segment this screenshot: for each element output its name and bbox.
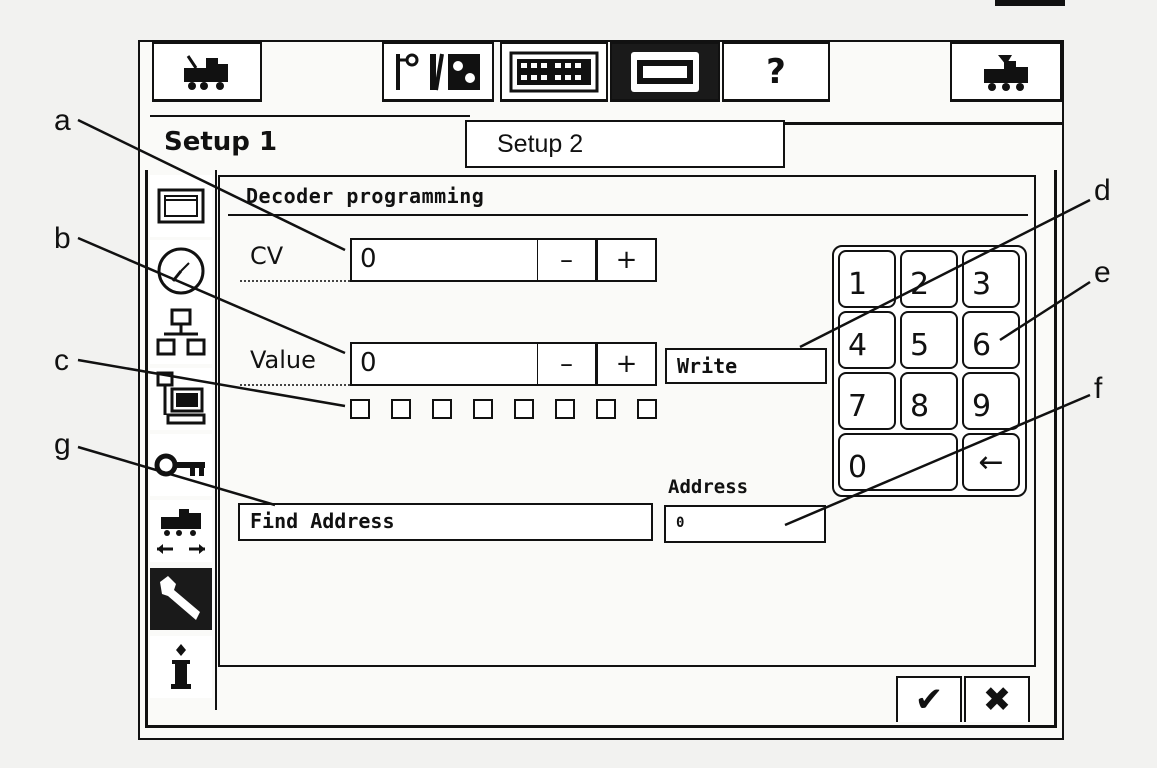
keypad-key-9[interactable]: 9 — [962, 372, 1020, 430]
value-minus-button[interactable]: – — [537, 342, 597, 386]
sidebar-item-display[interactable] — [150, 175, 212, 237]
keypad-key-5[interactable]: 5 — [900, 311, 958, 369]
bit-checkbox[interactable] — [432, 399, 452, 419]
cv-plus-button[interactable]: + — [597, 238, 657, 282]
keypad-key-7[interactable]: 7 — [838, 372, 896, 430]
signal-icon — [396, 53, 480, 90]
panel-title: Decoder programming — [228, 180, 1028, 216]
find-address-button[interactable]: Find Address — [238, 503, 653, 541]
annotation-d: d — [1094, 174, 1111, 207]
bit-checkbox[interactable] — [473, 399, 493, 419]
keypad-key-4[interactable]: 4 — [838, 311, 896, 369]
cv-input[interactable]: 0 — [350, 238, 538, 282]
confirm-button[interactable]: ✔ — [896, 676, 962, 722]
control-panel-icon — [631, 51, 699, 92]
locomotive-button[interactable] — [152, 42, 262, 102]
tab-setup-2-label: Setup 2 — [497, 130, 584, 158]
write-button[interactable]: Write — [665, 348, 827, 384]
bit-checkbox[interactable] — [596, 399, 616, 419]
value-label: Value — [240, 344, 350, 386]
address-field[interactable]: 0 — [664, 505, 826, 543]
bit-checkbox[interactable] — [514, 399, 534, 419]
keypad-key-8[interactable]: 8 — [900, 372, 958, 430]
tab-strip-line — [783, 122, 1063, 125]
key-icon — [154, 453, 205, 477]
tab-setup-2[interactable]: Setup 2 — [465, 120, 785, 168]
keypad-key-0[interactable]: 0 — [838, 433, 958, 491]
bit-checkbox[interactable] — [391, 399, 411, 419]
keypad-backspace-key[interactable]: ← — [962, 433, 1020, 491]
bit-checkbox[interactable] — [555, 399, 575, 419]
annotation-g: g — [54, 428, 71, 461]
annotation-c: c — [54, 344, 69, 377]
address-label: Address — [668, 476, 749, 498]
display-icon — [157, 188, 205, 224]
help-button[interactable]: ? — [722, 42, 830, 102]
bit-checkbox[interactable] — [350, 399, 370, 419]
cancel-button[interactable]: ✖ — [964, 676, 1030, 722]
value-plus-button[interactable]: + — [597, 342, 657, 386]
locomotive-direction-icon — [157, 509, 205, 554]
cv-label: CV — [240, 240, 350, 282]
cv-minus-button[interactable]: – — [537, 238, 597, 282]
annotation-b: b — [54, 222, 71, 255]
keyboard-icon — [509, 51, 599, 92]
sidebar-item-locomotive-direction[interactable] — [150, 500, 212, 562]
sidebar-item-key[interactable] — [150, 434, 212, 496]
help-label: ? — [766, 51, 786, 92]
value-input[interactable]: 0 — [350, 342, 538, 386]
keypad-key-3[interactable]: 3 — [962, 250, 1020, 308]
tab-setup-1-label: Setup 1 — [164, 127, 278, 157]
annotation-e: e — [1094, 256, 1111, 289]
wrench-icon — [160, 576, 200, 620]
annotation-a: a — [54, 104, 71, 137]
network-icon — [156, 308, 206, 356]
sidebar-item-wrench[interactable] — [150, 568, 212, 630]
corner-mark — [995, 0, 1065, 6]
sidebar-item-info[interactable] — [150, 636, 212, 698]
loco-settings-button[interactable] — [950, 42, 1062, 102]
computer-icon — [156, 371, 206, 425]
sidebar-item-computer[interactable] — [150, 368, 212, 430]
info-icon — [171, 644, 191, 689]
loco-settings-icon — [984, 54, 1028, 91]
sidebar — [145, 170, 217, 710]
keypad-key-2[interactable]: 2 — [900, 250, 958, 308]
bit-checkbox[interactable] — [637, 399, 657, 419]
sidebar-item-clock[interactable] — [150, 240, 212, 302]
annotation-f: f — [1094, 372, 1103, 405]
tab-setup-1[interactable]: Setup 1 — [150, 115, 470, 173]
clock-icon — [157, 247, 205, 295]
keyboard-button[interactable] — [500, 42, 608, 102]
keypad-key-1[interactable]: 1 — [838, 250, 896, 308]
signal-button[interactable] — [382, 42, 494, 102]
sidebar-item-network[interactable] — [150, 302, 212, 364]
keypad-key-6[interactable]: 6 — [962, 311, 1020, 369]
control-panel-button[interactable] — [610, 42, 720, 102]
locomotive-icon — [184, 54, 228, 90]
